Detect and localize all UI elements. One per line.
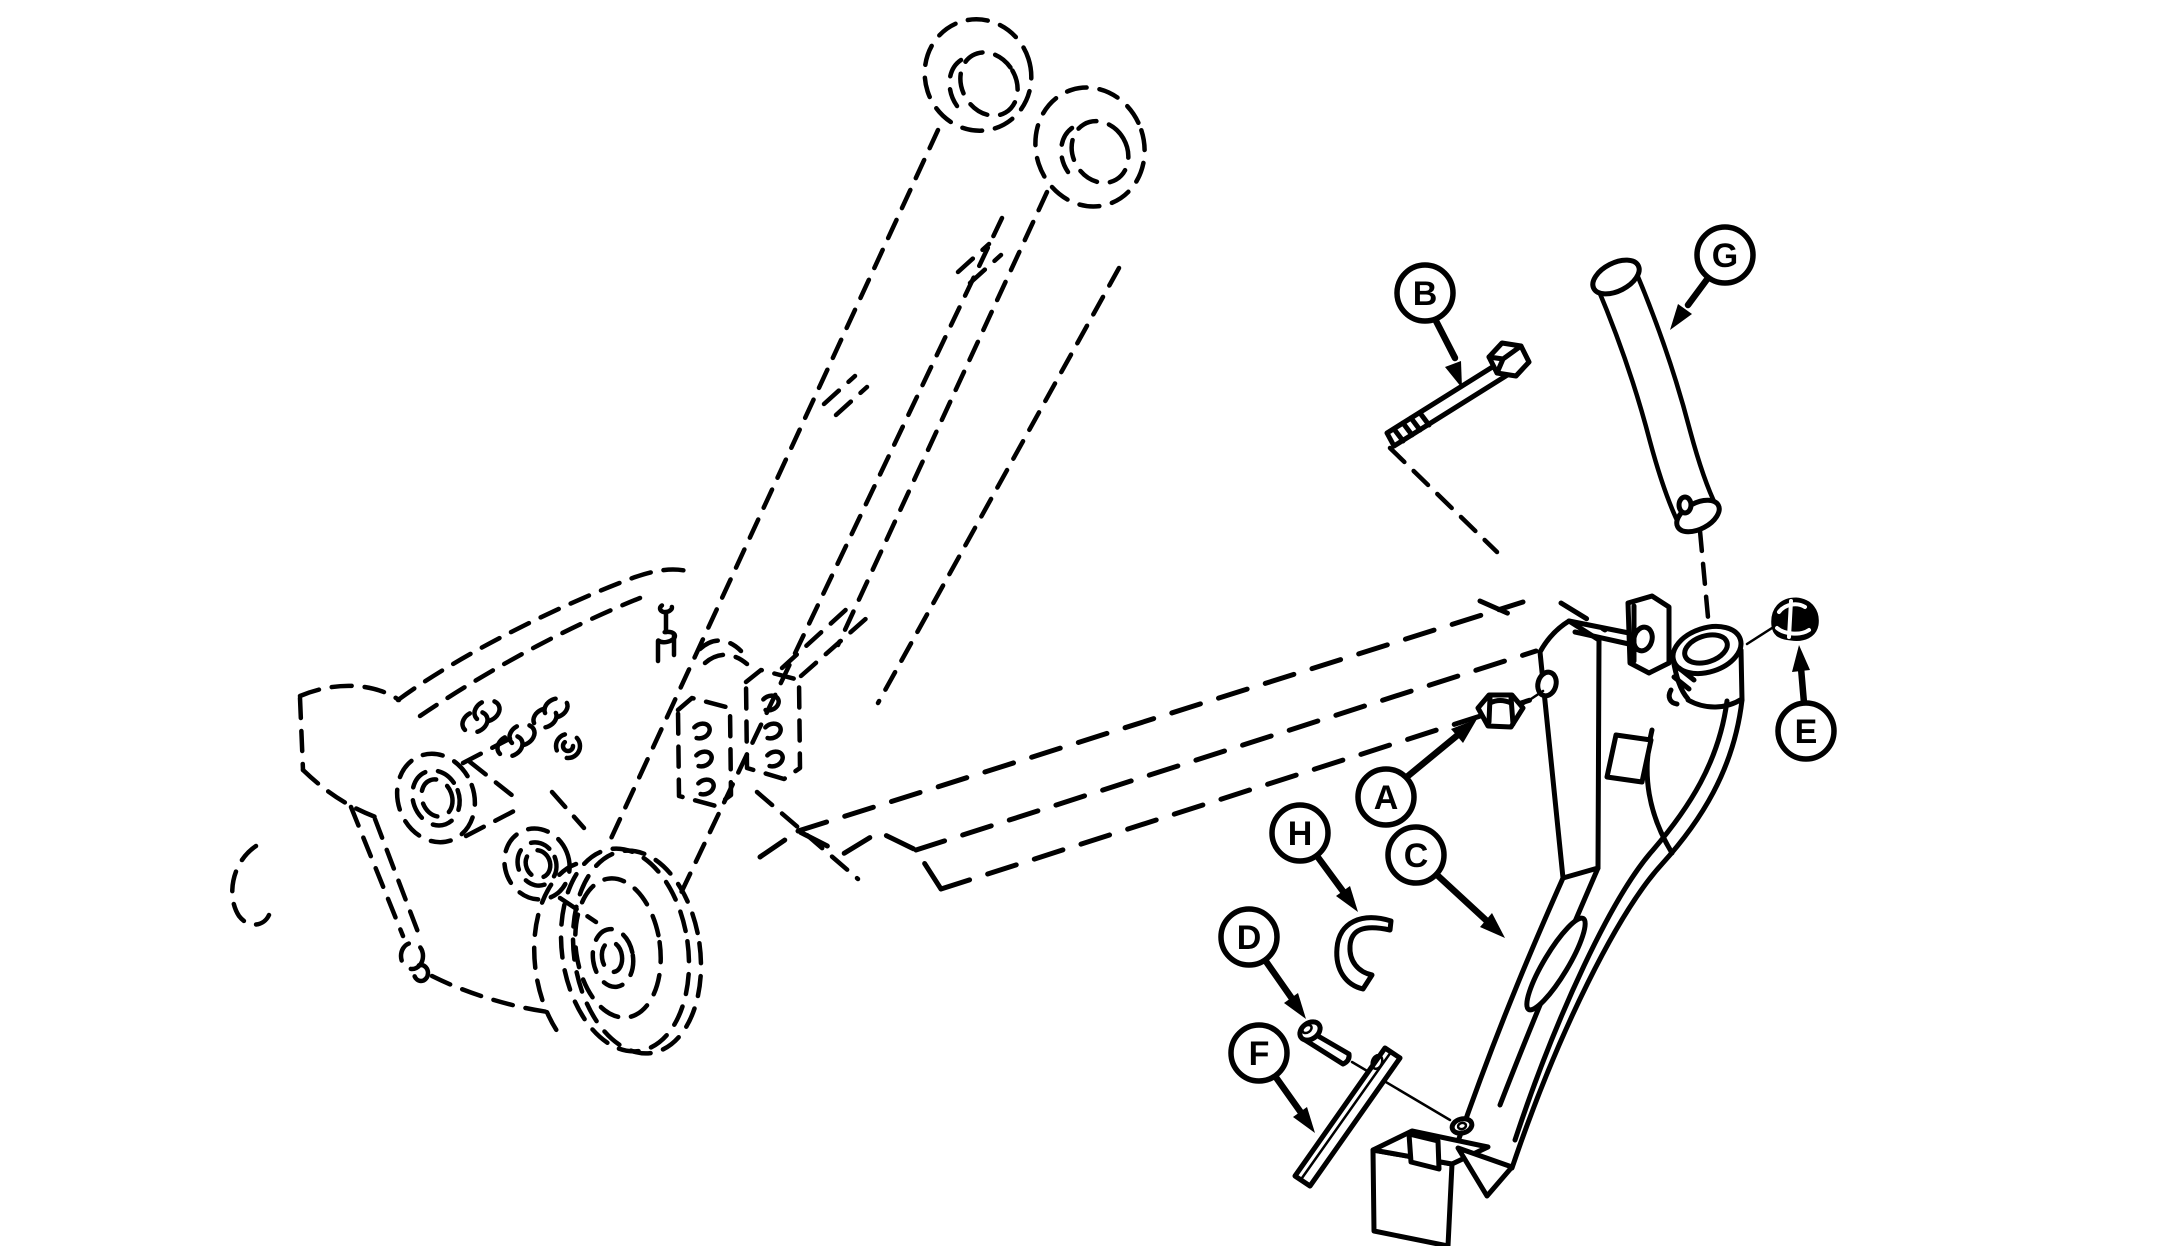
callout-c: C	[1385, 824, 1505, 938]
callout-label-a: A	[1374, 779, 1399, 817]
strap-hole	[1370, 1053, 1384, 1071]
part-h-clip	[1334, 915, 1394, 992]
frame-body	[230, 567, 698, 1016]
arrow-icon	[1445, 361, 1462, 388]
upper-link-eye-right	[1033, 85, 1147, 209]
bracket-shank	[1452, 697, 1745, 1171]
installation-leader-lines	[757, 445, 1712, 892]
bracket-foot	[1370, 1116, 1515, 1246]
arrow-icon	[1293, 1107, 1315, 1133]
part-b-bolt	[1384, 340, 1532, 449]
callout-d: D	[1218, 906, 1306, 1019]
callout-b: B	[1394, 262, 1462, 388]
callout-f: F	[1228, 1022, 1315, 1133]
callout-e: E	[1775, 645, 1837, 762]
arrow-icon	[1336, 886, 1358, 912]
callout-a: A	[1355, 719, 1477, 828]
shank-square-hole	[1604, 732, 1654, 785]
part-g-handle-tube	[1590, 257, 1722, 535]
callout-label-h: H	[1288, 815, 1313, 853]
gauge-wheel	[531, 846, 704, 1056]
part-f-wear-strap	[1292, 1045, 1403, 1189]
upper-link-arms	[605, 127, 1122, 896]
arrow-icon	[1670, 304, 1692, 330]
bolt-insertion-axis-dashes	[1387, 445, 1500, 555]
arrow-icon	[1480, 913, 1505, 938]
callout-label-e: E	[1795, 713, 1818, 751]
shank-slot	[1524, 915, 1588, 1013]
callout-label-c: C	[1404, 837, 1429, 875]
callout-g: G	[1670, 224, 1756, 330]
callout-label-d: D	[1237, 919, 1262, 957]
arrow-icon	[1451, 719, 1477, 743]
foot-pin-hole	[1449, 1116, 1475, 1136]
callout-label-b: B	[1413, 275, 1438, 313]
handle-insertion-axis-dashes	[1697, 528, 1712, 631]
mount-plates	[654, 601, 872, 882]
arrow-icon	[1284, 993, 1306, 1019]
bracket-tube-clamp	[1666, 623, 1745, 710]
part-a-lock-nut	[1475, 689, 1545, 730]
nut-leader-line	[1520, 689, 1545, 707]
callout-h: H	[1269, 802, 1358, 912]
callout-label-g: G	[1712, 237, 1738, 275]
handle-pin-hole	[1676, 494, 1694, 516]
arrow-icon	[1792, 645, 1810, 672]
bracket-left-flange	[1537, 618, 1602, 881]
upper-link-eye-left	[922, 17, 1034, 133]
callout-label-f: F	[1249, 1035, 1270, 1073]
cap-nut-leader-line	[1745, 626, 1774, 646]
part-c-shank-bracket	[1370, 593, 1745, 1246]
part-e-cap-nut	[1745, 597, 1819, 646]
implement-outline-dashed	[230, 17, 1712, 1056]
